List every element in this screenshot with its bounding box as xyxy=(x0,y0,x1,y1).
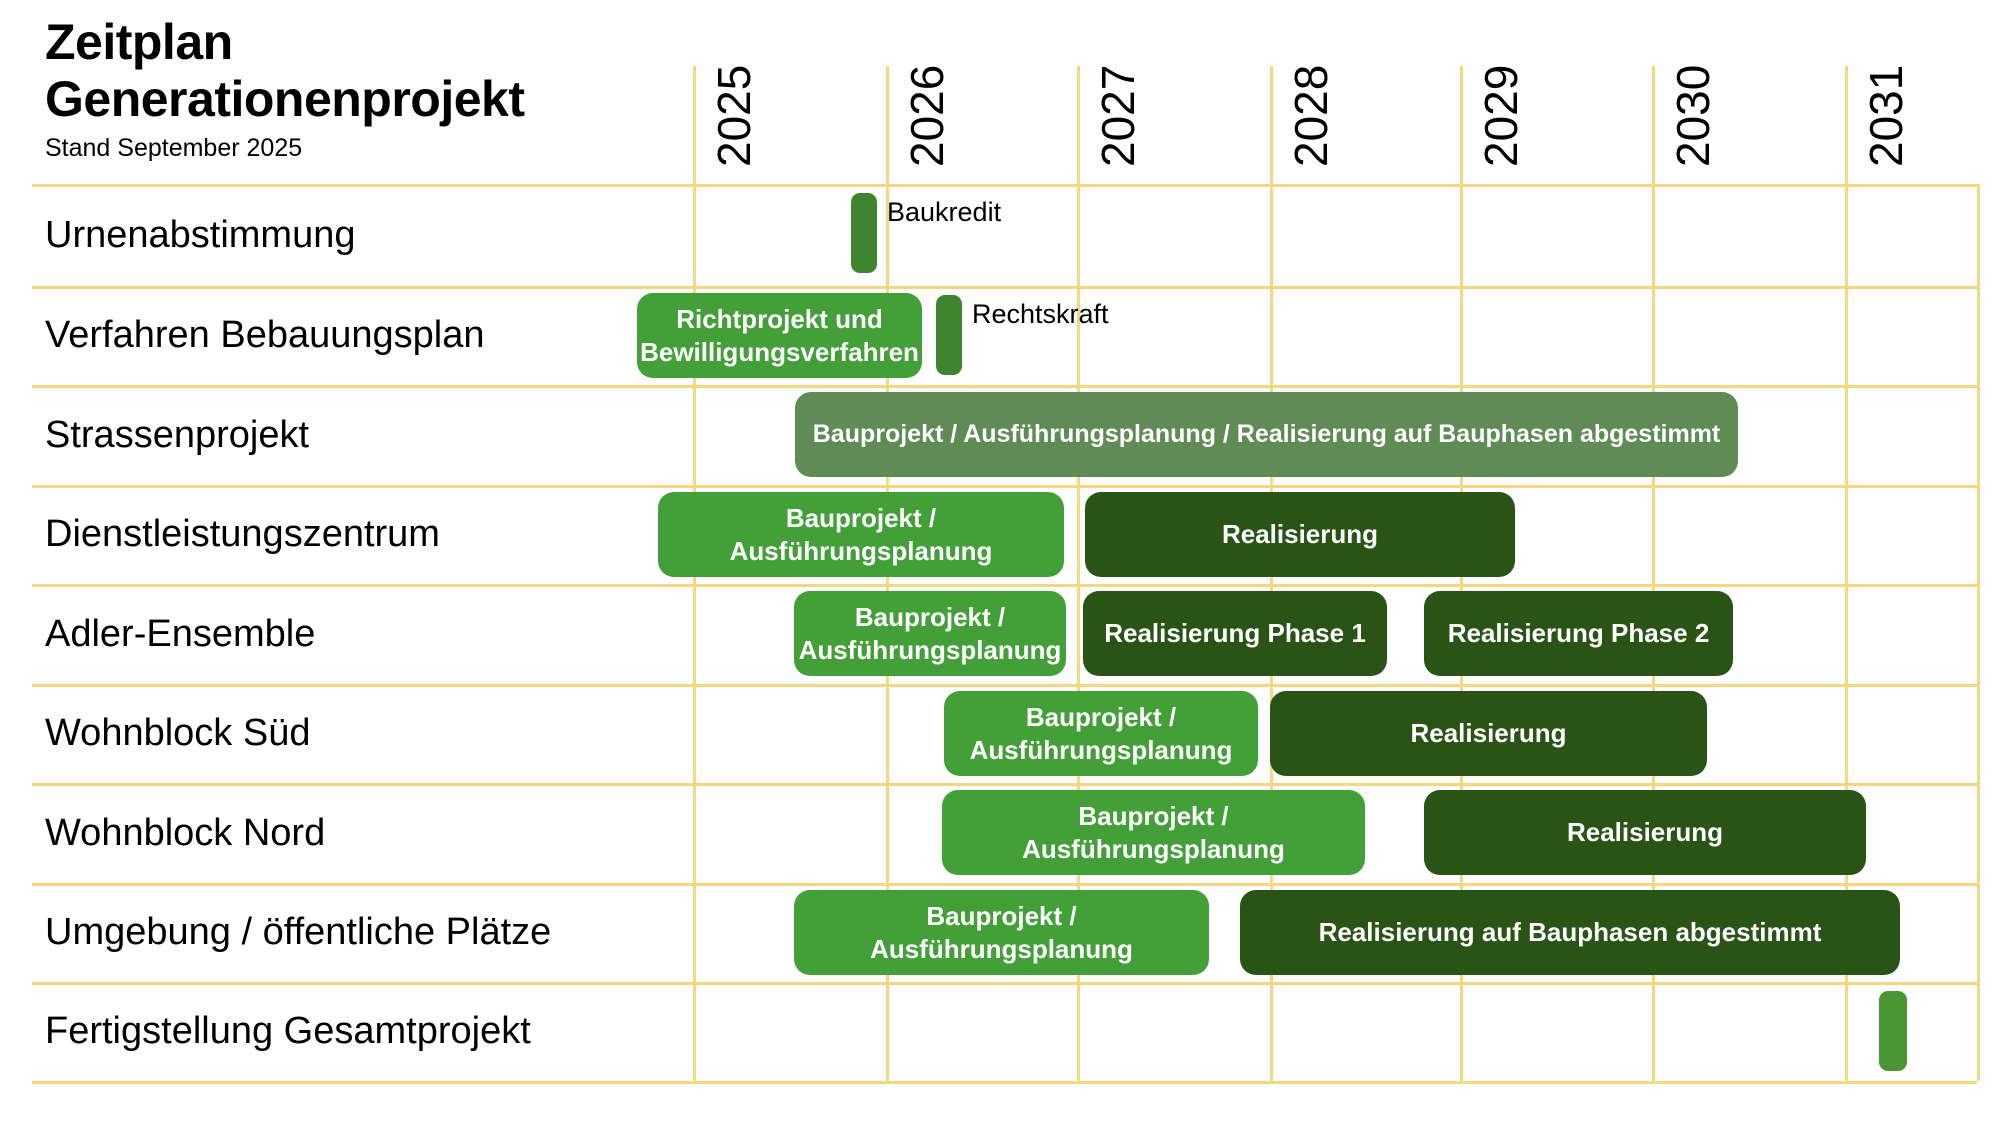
bar-label: Bauprojekt / Ausführungsplanung xyxy=(969,702,1233,765)
row-gridline xyxy=(32,184,1977,187)
row-label: Verfahren Bebauungsplan xyxy=(45,314,485,356)
row-label: Adler-Ensemble xyxy=(45,612,316,655)
bar-label: Realisierung Phase 2 xyxy=(1447,618,1710,649)
year-tick-label: 2026 xyxy=(901,64,953,167)
gantt-bar-phase: Realisierung xyxy=(1424,790,1866,875)
milestone-annotation: Baukredit xyxy=(887,197,1002,227)
row-label: Umgebung / öffentliche Plätze xyxy=(45,911,552,953)
row-label: Dienstleistungszentrum xyxy=(45,513,440,555)
row-gridline xyxy=(32,1081,1977,1084)
row-label: Wohnblock Süd xyxy=(45,712,311,754)
milestone-annotation: Rechtskraft xyxy=(972,299,1109,329)
year-gridline xyxy=(1077,66,1080,1081)
page-title: Zeitplan Generationenprojekt xyxy=(45,14,525,127)
bar-label: Bauprojekt / Ausführungsplanung xyxy=(870,901,1133,964)
gantt-bar-phase: Bauprojekt / Ausführungsplanung / Realis… xyxy=(795,392,1738,477)
gantt-bar-milestone xyxy=(851,193,877,273)
gantt-bar-phase: Richtprojekt und Bewilligungsverfahren xyxy=(637,293,922,378)
page-subtitle: Stand September 2025 xyxy=(45,134,303,162)
bar-label: Realisierung Phase 1 xyxy=(1104,618,1366,649)
row-label: Urnenabstimmung xyxy=(45,213,356,256)
row-gridline xyxy=(32,783,1977,786)
gantt-bar-milestone xyxy=(1879,991,1907,1071)
gantt-bar-phase: Bauprojekt / Ausführungsplanung xyxy=(944,691,1258,776)
year-gridline xyxy=(1652,66,1655,1081)
row-gridline xyxy=(32,584,1977,587)
year-tick-label: 2031 xyxy=(1860,64,1912,167)
bar-label: Realisierung xyxy=(1566,817,1724,848)
row-label: Strassenprojekt xyxy=(45,413,310,456)
gantt-bar-phase: Bauprojekt / Ausführungsplanung xyxy=(794,591,1066,676)
row-gridline xyxy=(32,385,1977,388)
gantt-bar-phase: Bauprojekt / Ausführungsplanung xyxy=(658,492,1064,577)
gantt-bar-phase: Bauprojekt / Ausführungsplanung xyxy=(794,890,1209,975)
gantt-bar-milestone xyxy=(936,295,962,375)
title-block: Zeitplan Generationenprojekt Stand Septe… xyxy=(45,14,525,163)
row-label: Wohnblock Nord xyxy=(45,811,326,854)
gantt-bar-phase: Realisierung auf Bauphasen abgestimmt xyxy=(1240,890,1900,975)
row-gridline xyxy=(32,485,1977,488)
year-tick-label: 2027 xyxy=(1092,64,1144,167)
bar-label: Realisierung auf Bauphasen abgestimmt xyxy=(1318,917,1822,948)
bar-label: Bauprojekt / Ausführungsplanung xyxy=(1022,801,1285,864)
bar-label: Bauprojekt / Ausführungsplanung xyxy=(798,602,1062,665)
chart-right-border xyxy=(1977,184,1980,1081)
year-tick-label: 2029 xyxy=(1475,64,1527,167)
row-gridline xyxy=(32,883,1977,886)
gantt-bar-phase: Realisierung xyxy=(1270,691,1707,776)
gantt-bar-phase: Realisierung Phase 2 xyxy=(1424,591,1733,676)
gantt-bar-phase: Realisierung Phase 1 xyxy=(1083,591,1387,676)
bar-label: Bauprojekt / Ausführungsplanung xyxy=(729,503,993,566)
row-gridline xyxy=(32,684,1977,687)
year-gridline xyxy=(1845,66,1848,1081)
year-tick-label: 2030 xyxy=(1667,64,1719,167)
row-gridline xyxy=(32,286,1977,289)
bar-label: Realisierung xyxy=(1410,718,1567,749)
year-tick-label: 2025 xyxy=(708,64,760,167)
gantt-bar-phase: Realisierung xyxy=(1085,492,1515,577)
bar-label: Bauprojekt / Ausführungsplanung / Realis… xyxy=(812,419,1721,448)
bar-label: Realisierung xyxy=(1221,519,1379,550)
gantt-bar-phase: Bauprojekt / Ausführungsplanung xyxy=(942,790,1365,875)
bar-label: Richtprojekt und Bewilligungsverfahren xyxy=(640,304,919,367)
row-gridline xyxy=(32,982,1977,985)
row-label: Fertigstellung Gesamtprojekt xyxy=(45,1010,531,1052)
year-tick-label: 2028 xyxy=(1285,64,1337,167)
